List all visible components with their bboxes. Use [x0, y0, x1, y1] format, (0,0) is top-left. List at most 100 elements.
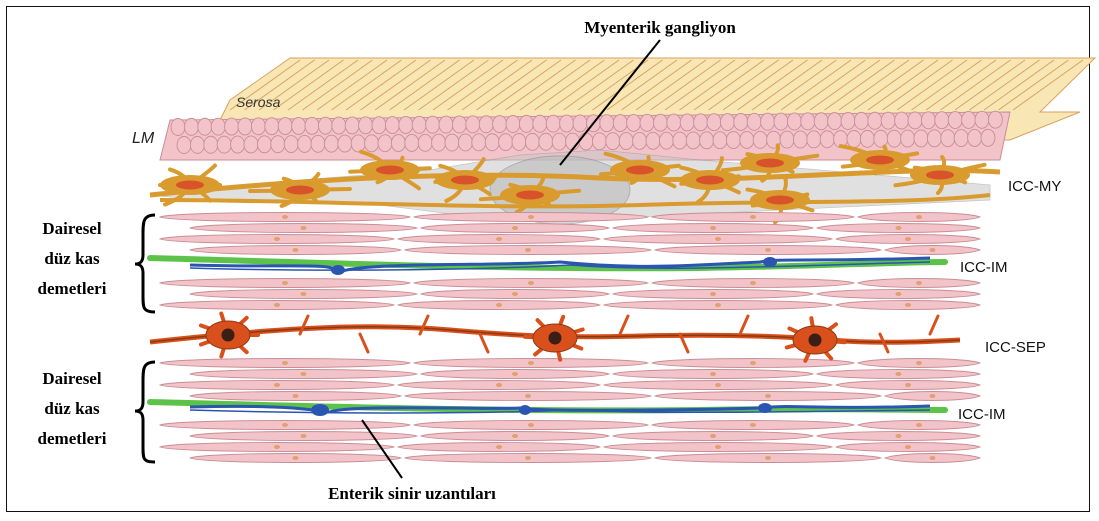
muscle-nucleus [916, 423, 922, 427]
lm-cell [962, 111, 976, 128]
lm-cell [921, 112, 935, 129]
lm-cell [493, 116, 507, 133]
icc-sep-spur [480, 334, 488, 352]
lm-cell [332, 117, 346, 134]
lm-cell [365, 135, 379, 152]
lm-cell [284, 136, 298, 153]
icc-my-nucleus [451, 176, 479, 185]
lm-cell [251, 118, 265, 135]
muscle-nucleus [293, 248, 299, 252]
icc-im-bottom-label: ICC-IM [958, 406, 1006, 423]
lm-cell [673, 132, 687, 149]
lm-cell [184, 118, 198, 135]
muscle-nucleus [496, 445, 502, 449]
lm-cell [901, 130, 915, 147]
lm-cell [600, 115, 614, 132]
lm-cell [720, 114, 734, 131]
lm-cell [539, 133, 553, 150]
lm-cell [975, 111, 989, 128]
lm-cell [954, 130, 968, 147]
muscle-nucleus [525, 394, 531, 398]
muscle-nucleus [525, 248, 531, 252]
lm-cell [573, 115, 587, 132]
lm-cell [908, 112, 922, 129]
muscle-nucleus [274, 445, 280, 449]
myenteric-ganglion-label: Myenterik gangliyon [584, 18, 736, 37]
muscle-nucleus [930, 248, 936, 252]
muscle-nucleus [715, 303, 721, 307]
lm-cell [646, 132, 660, 149]
icc-my-nucleus [866, 156, 894, 165]
muscle-nucleus [301, 226, 307, 230]
icc-sep-network [150, 314, 960, 361]
lm-cell [265, 118, 279, 135]
icc-my-nucleus [176, 181, 204, 190]
muscle-nucleus [765, 394, 771, 398]
lm-cell [217, 136, 231, 153]
icc-my-label: ICC-MY [1008, 178, 1061, 195]
icc-sep-spur [360, 334, 368, 352]
muscle-nucleus [512, 372, 518, 376]
lm-cell [780, 131, 794, 148]
lm-cell [726, 132, 740, 149]
icc-my-nucleus [696, 176, 724, 185]
muscle-nucleus [916, 215, 922, 219]
lm-cell [895, 112, 909, 129]
muscle-nucleus [525, 456, 531, 460]
icc-my-nucleus [766, 196, 794, 205]
lm-cell [225, 118, 239, 135]
left-label-top-line1: Dairesel [42, 219, 101, 238]
icc-sep-spur [620, 316, 628, 334]
muscle-nucleus [282, 423, 288, 427]
muscle-nucleus [496, 237, 502, 241]
lm-cell [560, 115, 574, 132]
lm-cell [606, 133, 620, 150]
lm-cell [231, 136, 245, 153]
lm-cell [686, 132, 700, 149]
lm-cell [399, 116, 413, 133]
lm-cell [868, 112, 882, 129]
icc-sep-spur [420, 316, 428, 334]
lm-cell [204, 136, 218, 153]
lm-cell [988, 111, 1002, 128]
left-label-bottom-line3: demetleri [38, 429, 107, 448]
muscle-nucleus [496, 383, 502, 387]
lm-cell [533, 115, 547, 132]
lm-cell [552, 133, 566, 150]
muscle-nucleus [896, 434, 902, 438]
lm-cell [774, 113, 788, 130]
left-label-bottom-line1: Dairesel [42, 369, 101, 388]
icc-my-nucleus [516, 191, 544, 200]
lm-cell [761, 113, 775, 130]
muscle-nucleus [930, 394, 936, 398]
icc-sep-cell [525, 317, 583, 360]
lm-cell [613, 115, 627, 132]
muscle-nucleus [905, 445, 911, 449]
muscle-nucleus [765, 456, 771, 460]
lm-cell [257, 136, 271, 153]
lm-cell [847, 131, 861, 148]
muscle-nucleus [274, 303, 280, 307]
lm-cell [887, 130, 901, 147]
icc-my-nucleus [376, 166, 404, 175]
muscle-nucleus [528, 281, 534, 285]
muscle-nucleus [710, 372, 716, 376]
lm-cell [198, 118, 212, 135]
lm-cell [318, 117, 332, 134]
lm-cell [359, 117, 373, 134]
lm-cell [753, 131, 767, 148]
icc-sep-cell [201, 314, 258, 357]
lm-cell [391, 135, 405, 152]
lm-cell [452, 116, 466, 133]
lm-cell [271, 136, 285, 153]
lm-cell [787, 113, 801, 130]
lm-cell [566, 133, 580, 150]
muscle-nucleus [301, 434, 307, 438]
icc-my-nucleus [286, 186, 314, 195]
lm-cell [466, 116, 480, 133]
lm-cell [519, 115, 533, 132]
lm-cell [372, 117, 386, 134]
icc-im-top-label: ICC-IM [960, 259, 1008, 276]
lm-cell [525, 133, 539, 150]
